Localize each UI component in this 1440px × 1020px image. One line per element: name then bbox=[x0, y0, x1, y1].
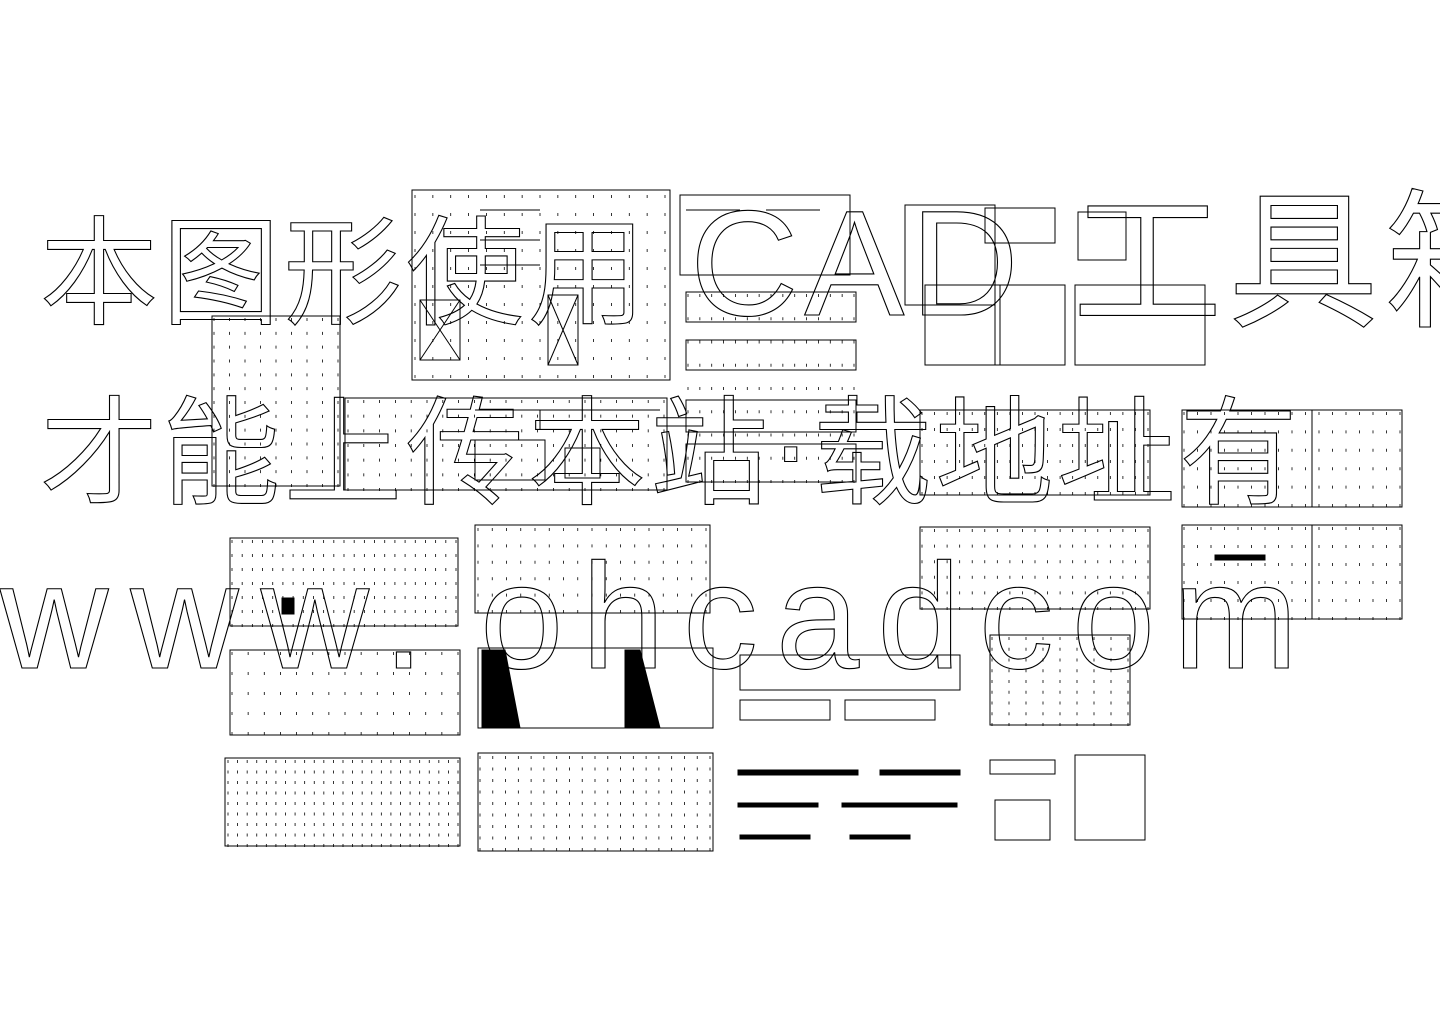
watermark-line-2: 才能上传本站·载地址有 bbox=[40, 385, 1302, 523]
notes-text-2 bbox=[924, 284, 1206, 366]
long-sections bbox=[739, 654, 961, 721]
notes-text-1 bbox=[904, 204, 1127, 306]
bar-sections bbox=[737, 769, 961, 840]
watermark-line-1-tail: CAD 工具箱 bbox=[690, 179, 1440, 347]
column-plan-2 bbox=[477, 752, 714, 852]
watermark: 本图形使用 CAD 工具箱 才能上传本站·载地址有 www. ohcadcom bbox=[0, 178, 1440, 700]
schedule-notes-1 bbox=[679, 194, 851, 276]
drawing-fine-detail bbox=[213, 195, 1401, 851]
wall-elevation bbox=[477, 647, 714, 729]
grid-plan-2 bbox=[474, 524, 711, 614]
small-details bbox=[989, 754, 1146, 841]
watermark-line-1: 本图形使用 bbox=[40, 205, 650, 343]
column-plan-1 bbox=[224, 757, 461, 847]
watermark-line-3: www. bbox=[0, 532, 446, 700]
details-sheet-2 bbox=[411, 189, 671, 381]
watermark-line-3-tail: ohcadcom bbox=[480, 532, 1316, 700]
